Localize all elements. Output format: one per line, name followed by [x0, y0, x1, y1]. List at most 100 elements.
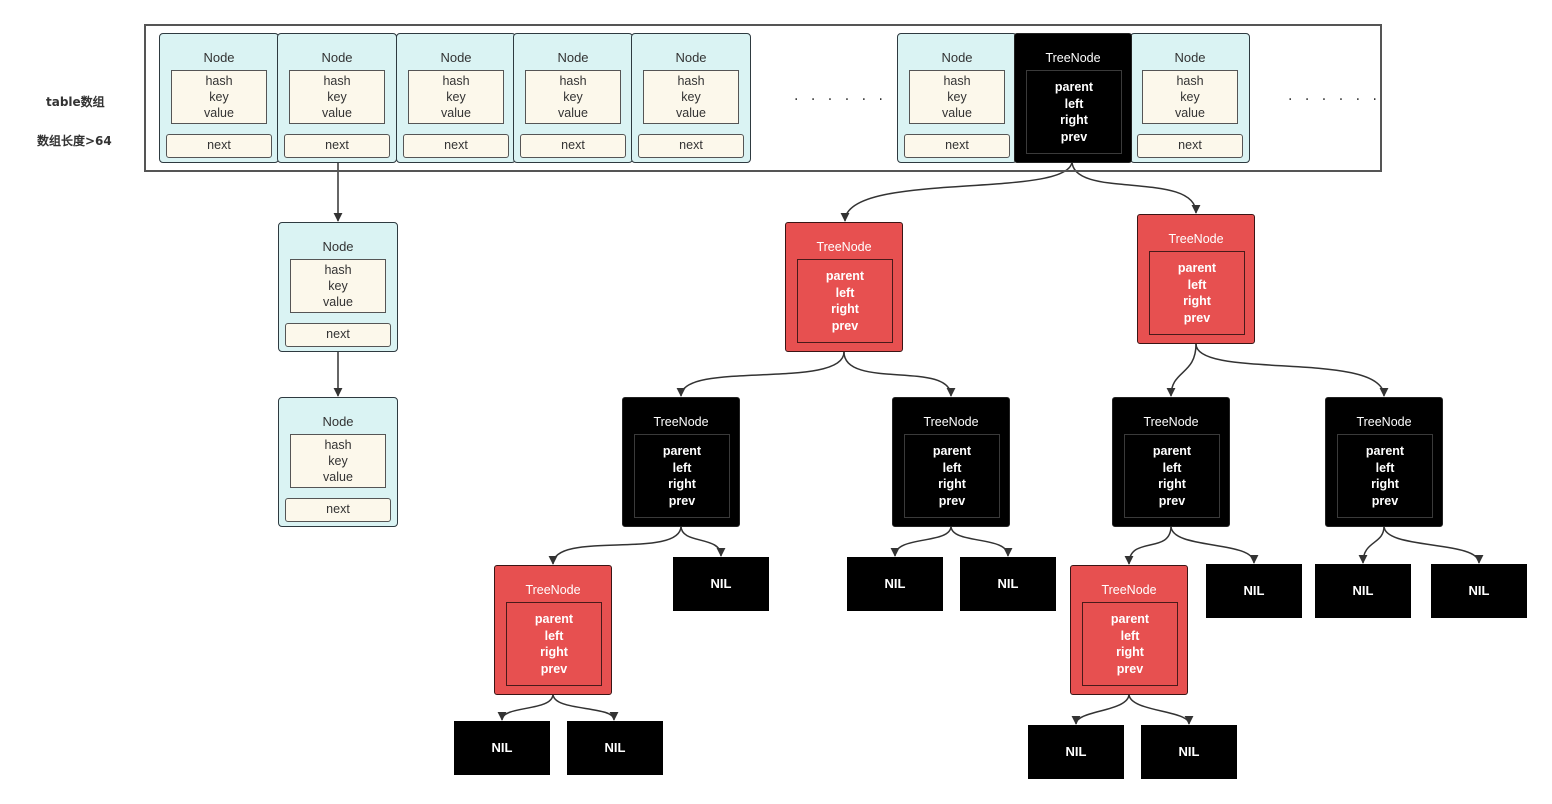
table-array-label: table数组	[46, 95, 105, 109]
tree-node-field: left	[1375, 460, 1395, 475]
tree-node-field: left	[835, 285, 855, 300]
node-title: Node	[941, 50, 973, 65]
arrow-r4-left	[1071, 693, 1130, 725]
tree-node-field: parent	[662, 444, 702, 458]
tree-node-field: left	[942, 460, 962, 475]
arrow-bc-left	[1124, 525, 1172, 565]
tree-node-field: right	[1183, 294, 1211, 308]
node-field: key	[947, 90, 967, 104]
tree-node-fields: parent left right prev	[1149, 251, 1245, 335]
tree-node-field: right	[1158, 477, 1186, 491]
node-next: next	[520, 134, 626, 158]
node-title: Node	[203, 50, 235, 65]
node-title: Node	[322, 414, 354, 429]
tree-node-field: right	[1116, 645, 1144, 659]
node-fields: hash key value	[408, 70, 504, 124]
node-field: value	[323, 470, 353, 484]
tree-node-field: left	[1162, 460, 1182, 475]
node-field: value	[323, 295, 353, 309]
nil-leaf: NIL	[1206, 564, 1302, 618]
table-array	[144, 24, 1382, 172]
node-title: Node	[322, 239, 354, 254]
tree-node-title: TreeNode	[923, 415, 979, 429]
node-next: next	[904, 134, 1010, 158]
nil-leaf: NIL	[960, 557, 1056, 611]
tree-node-field: right	[938, 477, 966, 491]
node-field: hash	[442, 74, 470, 88]
arrow-r2-right	[1195, 343, 1389, 397]
node-next: next	[638, 134, 744, 158]
node-fields: hash key value	[909, 70, 1005, 124]
node-field: key	[328, 279, 348, 293]
tree-node-field: parent	[534, 612, 574, 626]
tree-node-field: parent	[1110, 612, 1150, 626]
tree-node-title: TreeNode	[1045, 51, 1101, 65]
arrow-ba-left	[548, 525, 682, 565]
tree-node-black-2: TreeNode parent left right prev	[892, 397, 1010, 527]
node-field: hash	[559, 74, 587, 88]
tree-node-field: prev	[1371, 493, 1399, 508]
tree-node-field: left	[1064, 96, 1084, 111]
arrow-r3-left	[497, 693, 554, 721]
tree-node-field: prev	[1183, 310, 1211, 325]
arrow-bc-right	[1170, 525, 1259, 564]
arrow-bd-left	[1358, 525, 1385, 564]
node-field: key	[446, 90, 466, 104]
tree-node-title: TreeNode	[816, 240, 872, 254]
node-field: hash	[205, 74, 233, 88]
node-field: hash	[324, 263, 352, 277]
tree-node-title: TreeNode	[525, 583, 581, 597]
bucket-node-6: Node hash key value next	[897, 33, 1017, 163]
arrow-r1-left	[676, 351, 845, 397]
node-field: value	[441, 106, 471, 120]
tree-node-field: right	[1371, 477, 1399, 491]
arrow-r2-left	[1166, 343, 1197, 397]
tree-node-field: right	[668, 477, 696, 491]
node-field: value	[942, 106, 972, 120]
node-next: next	[166, 134, 272, 158]
tree-node-title: TreeNode	[1143, 415, 1199, 429]
node-title: Node	[321, 50, 353, 65]
ellipsis-end: · · · · · ·	[1288, 92, 1381, 108]
tree-node-field: prev	[1158, 493, 1186, 508]
node-field: key	[209, 90, 229, 104]
node-next: next	[285, 498, 391, 522]
node-field: value	[558, 106, 588, 120]
tree-node-field: parent	[932, 444, 972, 458]
tree-node-field: parent	[825, 269, 865, 283]
arrow-bd-right	[1383, 525, 1484, 564]
tree-node-field: prev	[668, 493, 696, 508]
tree-node-field: prev	[540, 661, 568, 676]
nil-leaf: NIL	[1315, 564, 1411, 618]
arrow-ba-right	[680, 525, 726, 557]
node-field: key	[681, 90, 701, 104]
tree-node-field: parent	[1177, 261, 1217, 275]
node-title: Node	[1174, 50, 1206, 65]
nil-leaf: NIL	[1028, 725, 1124, 779]
node-field: hash	[1176, 74, 1204, 88]
nil-leaf: NIL	[1431, 564, 1527, 618]
nil-leaf: NIL	[1141, 725, 1237, 779]
tree-node-field: left	[1187, 277, 1207, 292]
node-field: hash	[943, 74, 971, 88]
tree-node-field: prev	[938, 493, 966, 508]
node-next: next	[1137, 134, 1243, 158]
array-length-label: 数组长度>64	[37, 134, 112, 148]
node-field: value	[322, 106, 352, 120]
node-field: hash	[324, 438, 352, 452]
